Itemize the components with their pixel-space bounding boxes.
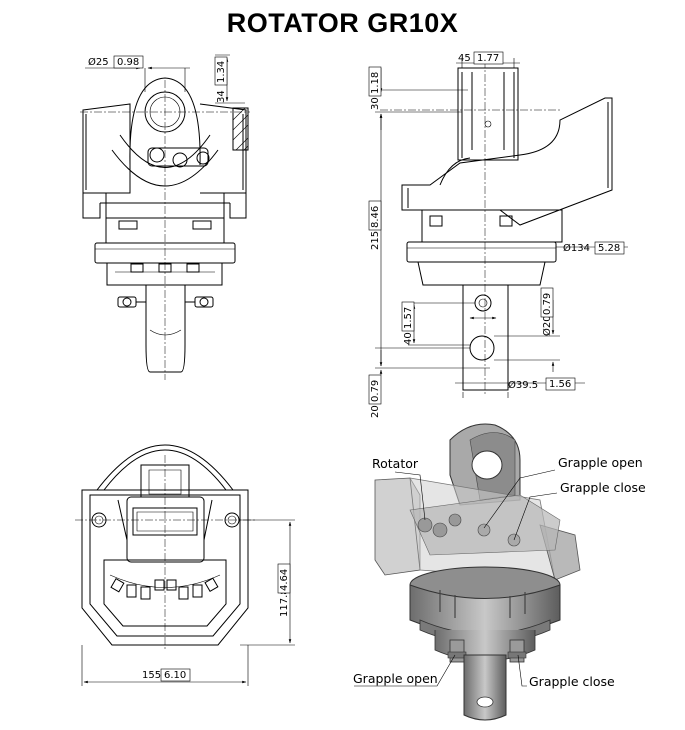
port-height-label: 40 bbox=[403, 332, 414, 345]
top-offset-label: 30 bbox=[370, 97, 381, 110]
body-diameter-in: 5.28 bbox=[598, 243, 620, 254]
base-width-label: 155 bbox=[142, 670, 161, 681]
shaft-diameter-in: 1.56 bbox=[549, 379, 571, 390]
base-width-in: 6.10 bbox=[164, 670, 186, 681]
bottom-offset-label: 20 bbox=[370, 405, 381, 418]
pin-diameter-label: Ø25 bbox=[88, 56, 109, 68]
bottom-offset-in: 0.79 bbox=[370, 380, 381, 402]
lower-fittings bbox=[117, 296, 214, 308]
top-offset-in: 1.18 bbox=[370, 72, 381, 94]
callout-grapple-open-bottom: Grapple open bbox=[353, 671, 438, 686]
page-title: ROTATOR GR10X bbox=[226, 8, 459, 38]
hose-fittings bbox=[109, 574, 221, 600]
front-view: Ø25 0.98 34 1.34 bbox=[80, 54, 250, 380]
pin-height-label: 34 bbox=[216, 90, 227, 103]
side-height-in: 4.64 bbox=[279, 569, 290, 591]
total-height-label: 215 bbox=[370, 231, 381, 250]
callout-grapple-close-top: Grapple close bbox=[560, 480, 646, 495]
bottom-view: 117.8 4.64 155 6.10 bbox=[75, 444, 295, 686]
port-height-in: 1.57 bbox=[403, 307, 414, 329]
top-width-label: 45 bbox=[458, 53, 471, 64]
callout-grapple-close-bottom: Grapple close bbox=[529, 674, 615, 689]
pin-height-in: 1.34 bbox=[216, 61, 227, 83]
callout-grapple-open-top: Grapple open bbox=[558, 455, 643, 470]
side-view: 45 1.77 30 1.18 215 8.46 Ø134 5.28 40 1.… bbox=[368, 51, 628, 418]
isometric-view: Rotator Grapple open Grapple close Grapp… bbox=[353, 423, 646, 721]
pin-diameter-in: 0.98 bbox=[117, 57, 139, 68]
callout-rotator: Rotator bbox=[372, 456, 419, 471]
hole-diameter-in: 0.79 bbox=[542, 293, 553, 315]
body-diameter-label: Ø134 bbox=[563, 242, 590, 254]
section-hatch bbox=[232, 107, 249, 151]
port-fittings bbox=[147, 147, 210, 168]
shaft-diameter-label: Ø39.5 bbox=[508, 379, 538, 391]
side-height-label: 117.8 bbox=[279, 588, 290, 617]
lower-fittings-3d bbox=[447, 639, 527, 663]
top-width-in: 1.77 bbox=[477, 53, 499, 64]
total-height-in: 8.46 bbox=[370, 206, 381, 228]
hole-diameter-label: Ø20 bbox=[541, 315, 553, 336]
